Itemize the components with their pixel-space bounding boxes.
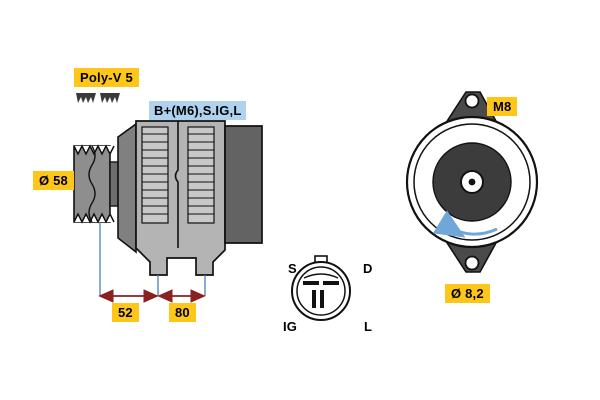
mounting-hole-bottom [464,255,480,271]
mounting-hole-top [464,93,480,109]
belt-teeth-right [100,93,120,103]
terminal-blade-d [323,281,339,285]
rotation-direction-arrow [432,210,498,238]
label-dimension-80: 80 [169,303,196,322]
label-dimension-52: 52 [112,303,139,322]
fin-block-rear [187,126,215,224]
drive-end-housing [117,122,137,254]
shaft-centre [468,178,476,186]
terminal-blade-ig [312,290,316,308]
terminal-blade-s [303,281,319,285]
pulley-section-line [88,145,96,223]
rear-cover-body [224,125,263,244]
shaft-collar [109,161,119,207]
terminal-label-ig: IG [283,319,298,334]
label-poly-v: Poly-V 5 [74,68,139,87]
stator-housing [135,120,226,276]
drive-end-bracket [117,122,137,254]
connector-plug [291,255,351,321]
pulley-assembly [73,144,119,296]
poly-v-profile-icon [76,93,120,103]
rear-cover [224,125,263,244]
terminal-label-l: L [364,319,373,334]
end-view [405,91,539,273]
label-pulley-diameter: Ø 58 [33,171,74,190]
connector-keyway [303,273,339,279]
belt-teeth-left [76,93,96,103]
terminal-blade-l [320,290,324,308]
label-terminals: B+(M6),S.IG,L [149,101,247,120]
label-mount-hole-diameter: Ø 8,2 [445,284,490,303]
terminal-label-d: D [363,261,373,276]
fin-block-front [141,126,169,224]
cooling-fins-front [141,126,169,224]
terminal-label-s: S [288,261,297,276]
cooling-fins-rear [187,126,215,224]
dimension-extension-lines [157,275,206,296]
label-mount-thread: M8 [487,97,518,116]
housing-parting-line [174,121,179,248]
pulley-grooves-bottom [73,212,115,224]
